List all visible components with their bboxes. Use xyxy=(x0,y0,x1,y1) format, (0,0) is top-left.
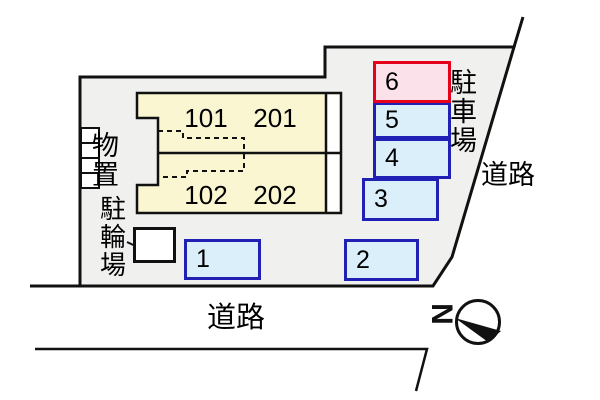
road-label-right: 道路 xyxy=(481,160,535,190)
storage-label: 物置 xyxy=(92,131,119,190)
parking-space-5: 5 xyxy=(373,102,451,139)
storage-box-4 xyxy=(80,172,100,189)
room-label-102: 102 xyxy=(184,180,228,210)
parking-space-6: 6 xyxy=(373,61,451,103)
parking-lot-label: 駐車場 xyxy=(450,68,477,156)
dashed-unit-line-lower xyxy=(158,154,245,178)
parking-space-3-number: 3 xyxy=(374,185,388,213)
road-edge-overshoot xyxy=(512,16,525,48)
parking-space-3: 3 xyxy=(362,178,439,221)
parking-space-6-number: 6 xyxy=(385,67,399,96)
parking-space-5-number: 5 xyxy=(385,106,399,134)
dashed-unit-line-upper xyxy=(158,130,245,152)
room-label-201: 201 xyxy=(253,103,297,133)
road-bottom-edge xyxy=(35,347,429,392)
room-label-101: 101 xyxy=(184,103,228,133)
bicycle-parking-label: 駐輪場 xyxy=(100,194,127,280)
compass-needle xyxy=(455,318,501,342)
parking-space-1: 1 xyxy=(184,239,261,280)
compass-north-label: N xyxy=(424,303,458,325)
bicycle-parking-box xyxy=(133,227,176,263)
room-label-202: 202 xyxy=(253,180,297,210)
parking-space-2-number: 2 xyxy=(356,245,370,274)
parking-space-4-number: 4 xyxy=(385,144,399,172)
parking-space-1-number: 1 xyxy=(196,245,210,273)
parking-space-2: 2 xyxy=(344,239,419,281)
parking-space-4: 4 xyxy=(373,138,451,179)
road-label-bottom: 道路 xyxy=(207,302,266,334)
